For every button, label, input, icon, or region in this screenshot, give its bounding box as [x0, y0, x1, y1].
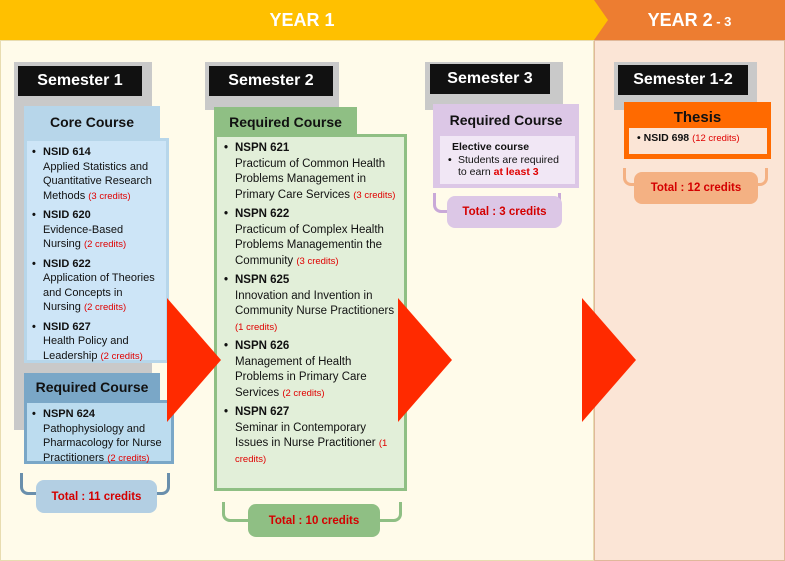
- course-credits: (3 credits): [88, 190, 131, 202]
- semester1-required-label: Required Course: [35, 379, 149, 395]
- semester2-header: Semester 2: [209, 66, 333, 96]
- year23-label-suffix: - 3: [712, 14, 732, 29]
- semester3-title: Semester 3: [447, 70, 533, 87]
- year23-semester-title: Semester 1-2: [633, 71, 733, 88]
- course-credits: (3 credits): [353, 189, 396, 201]
- course-code: NSPN 626: [235, 340, 290, 352]
- thesis-label: Thesis: [673, 108, 722, 126]
- semester2-title: Semester 2: [228, 72, 314, 89]
- semester3-elective-text: Students are required to earn: [458, 153, 559, 179]
- year1-label: YEAR 1: [269, 10, 335, 30]
- course-description: Evidence-Based Nursing: [43, 223, 124, 251]
- course-credits: (2 credits): [100, 350, 143, 362]
- semester3-required-tab: Required Course: [433, 106, 579, 134]
- bullet-icon: •: [448, 153, 452, 166]
- semester1-core-label: Core Course: [49, 114, 135, 130]
- course-description: Health Policy and Leadership: [43, 335, 129, 362]
- semester3-total-text: Total : 3 credits: [462, 206, 547, 218]
- course-credits: (3 credits): [296, 255, 339, 267]
- course-code: NSPN 621: [235, 142, 290, 154]
- semester1-total-text: Total : 11 credits: [51, 490, 142, 503]
- semester3-elective-emph: at least 3: [493, 166, 539, 178]
- course-description: Application of Theories and Concepts in …: [43, 272, 155, 313]
- semester3-header: Semester 3: [430, 64, 550, 94]
- year23-total-text: Total : 12 credits: [650, 182, 742, 194]
- course-credits: (1 credits): [235, 438, 388, 465]
- course-credits: (1 credits): [235, 321, 278, 333]
- semester2-total: Total : 10 credits: [248, 504, 380, 537]
- course-description: Pathophysiology and Pharmacology for Nur…: [43, 422, 162, 464]
- course-code: NSID 614: [43, 146, 91, 158]
- course-code: NSPN 622: [235, 208, 290, 220]
- year23-label-main: YEAR 2: [647, 10, 713, 30]
- semester3-elective-item: • Students are required to earn at least…: [448, 154, 569, 179]
- semester3-elective-title: Elective course: [452, 141, 530, 153]
- course-code: NSPN 624: [43, 408, 95, 420]
- course-credits: (2 credits): [107, 452, 150, 464]
- year23-banner: YEAR 2 - 3: [594, 0, 785, 40]
- semester2-total-text: Total : 10 credits: [268, 514, 360, 527]
- semester1-required-tab: Required Course: [24, 373, 160, 401]
- semester1-header: Semester 1: [18, 66, 142, 96]
- course-code: NSID 627: [43, 320, 91, 333]
- thesis-credits: (12 credits): [692, 133, 740, 144]
- semester2-required-label: Required Course: [229, 114, 342, 130]
- semester2-required-tab: Required Course: [214, 107, 357, 137]
- semester3-required-label: Required Course: [449, 112, 563, 128]
- year23-header: Semester 1-2: [618, 65, 748, 95]
- course-code: NSID 620: [43, 209, 91, 221]
- course-description: Applied Statistics and Quantitative Rese…: [43, 160, 152, 202]
- course-description: Management of Health Problems in Primary…: [235, 355, 367, 399]
- course-description: Practicum of Common Health Problems Mana…: [235, 157, 386, 201]
- semester1-total: Total : 11 credits: [36, 480, 157, 513]
- year23-total: Total : 12 credits: [634, 172, 758, 204]
- semester1-title: Semester 1: [37, 72, 123, 89]
- course-credits: (2 credits): [83, 302, 127, 313]
- semester1-core-tab: Core Course: [24, 106, 160, 138]
- course-description: Innovation and Invention in Community Nu…: [235, 289, 395, 318]
- year1-banner: YEAR 1: [0, 0, 604, 40]
- semester3-elective-box: Elective course • Students are required …: [440, 136, 575, 184]
- course-code: NSPN 625: [235, 274, 290, 286]
- semester3-total: Total : 3 credits: [447, 196, 562, 228]
- bullet-icon: •: [637, 132, 641, 144]
- thesis-tab: Thesis: [624, 104, 771, 130]
- thesis-item-box: • NSID 698 (12 credits): [629, 128, 767, 154]
- course-credits: (2 credits): [282, 387, 325, 399]
- course-credits: (2 credits): [83, 239, 127, 250]
- course-description: Practicum of Complex Health Problems Man…: [235, 223, 384, 267]
- thesis-code: NSID 698: [643, 132, 690, 144]
- course-code: NSID 622: [43, 257, 91, 270]
- year23-label: YEAR 2 - 3: [594, 0, 785, 40]
- course-code: NSPN 627: [235, 406, 290, 418]
- course-description: Seminar in Contemporary Issues in Nurse …: [235, 421, 376, 450]
